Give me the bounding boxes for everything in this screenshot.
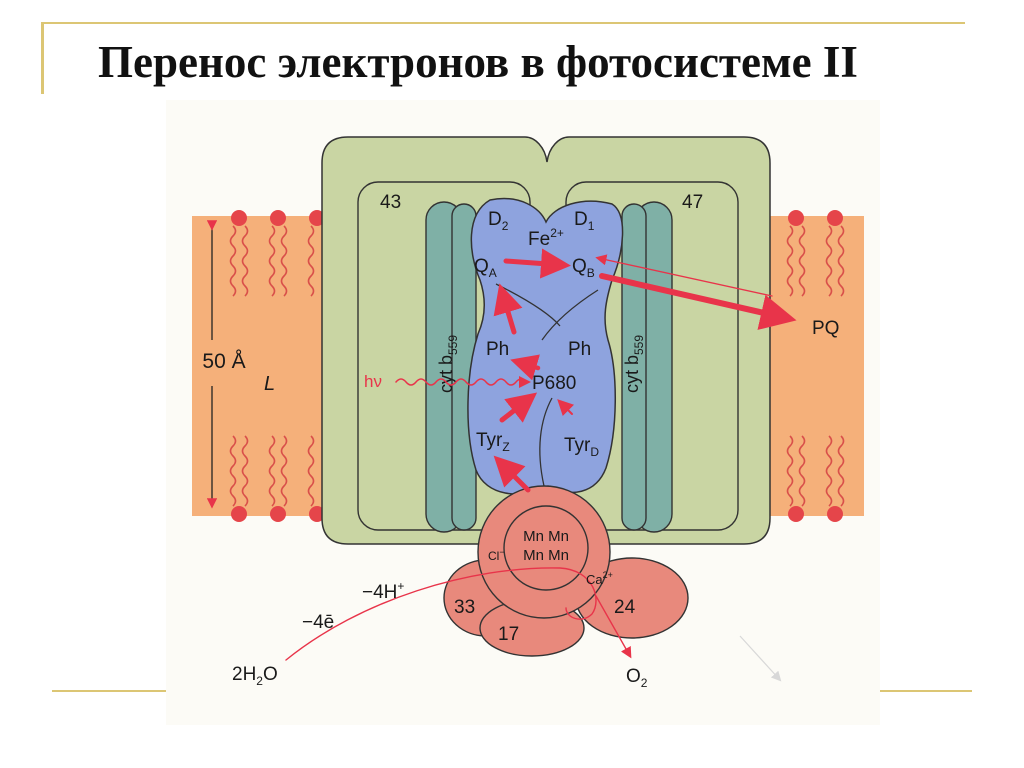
- label-light: hν: [364, 372, 382, 391]
- light-wave: [395, 376, 531, 388]
- cyt-b559-left: [425, 201, 477, 533]
- electron-transfer-arrows: [285, 248, 797, 661]
- membrane-thickness-measure: 50 Å: [202, 220, 246, 509]
- arrow-to-oxygen: [595, 595, 632, 659]
- label-ph-left: Ph: [486, 339, 509, 360]
- label-d2: D2: [488, 209, 509, 233]
- lipid-tails: [229, 225, 845, 507]
- label-cl: Cl−: [488, 547, 505, 563]
- label-subunit-33: 33: [454, 597, 475, 618]
- label-mn-bottom: Mn Mn: [523, 547, 569, 564]
- arrow-qa-to-qb: [503, 248, 571, 279]
- subunit-43-label: 43: [380, 192, 401, 213]
- label-ca: Ca2+: [586, 570, 613, 587]
- label-fe: Fe2+: [528, 226, 564, 250]
- arrow-ph-to-qa: [493, 283, 523, 335]
- title-accent-horizontal: [41, 22, 965, 24]
- arrow-qb-to-pq: [599, 273, 797, 330]
- tracing-arrow: [739, 635, 782, 682]
- label-d1: D1: [574, 209, 595, 233]
- arrow-mn-to-tyrz: [493, 455, 531, 493]
- label-electrons: −4ē: [302, 612, 334, 633]
- label-qa: QA: [474, 256, 497, 280]
- arrow-tyrz-to-p680: [499, 392, 538, 423]
- membrane-thickness-label: 50 Å: [202, 350, 245, 373]
- d1-d2-divider-lower: [539, 397, 553, 487]
- label-p680: P680: [532, 373, 576, 394]
- slide-title: Перенос электронов в фотосистеме II: [98, 37, 858, 87]
- cyt-b559-left-label: cyt b559: [436, 335, 460, 393]
- d1-d2-divider-middle: [541, 289, 599, 341]
- label-tyrd: TyrD: [564, 435, 599, 459]
- subunit-47-label: 47: [682, 192, 703, 213]
- lipid-heads: [231, 210, 843, 522]
- cyt-b559-right-label: cyt b559: [622, 335, 646, 393]
- arrow-pq-return: [595, 254, 773, 297]
- label-tyrz: TyrZ: [476, 430, 510, 454]
- title-accent-vertical: [41, 22, 44, 94]
- water-oxidation-path: [285, 567, 597, 661]
- label-ph-right: Ph: [568, 339, 591, 360]
- footer-line-left: [52, 690, 168, 692]
- label-water: 2H2O: [232, 664, 278, 688]
- label-subunit-17: 17: [498, 624, 519, 645]
- arrow-p680-to-ph: [510, 354, 541, 381]
- label-mn-top: Mn Mn: [523, 528, 569, 545]
- arrow-tyrd-to-p680: [557, 399, 575, 417]
- label-qb: QB: [572, 256, 595, 280]
- label-oxygen: O2: [626, 666, 648, 690]
- label-protons: −4H+: [362, 579, 404, 603]
- lipid-label: L: [264, 373, 275, 395]
- label-plastoquinone: PQ: [812, 318, 839, 339]
- footer-line-right: [880, 690, 972, 692]
- label-subunit-24: 24: [614, 597, 636, 618]
